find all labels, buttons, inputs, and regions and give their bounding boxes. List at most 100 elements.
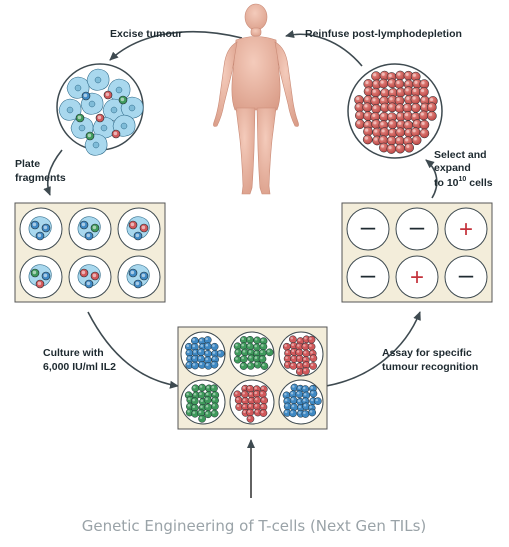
tumour-nucleus — [110, 106, 118, 114]
expanded-t-cell — [394, 79, 405, 89]
cultured-t-cell — [239, 342, 248, 351]
label-culture-line1: Culture with — [43, 347, 104, 359]
cultured-t-cell — [309, 362, 317, 370]
expanded-t-cell — [410, 71, 421, 82]
label-culture-line2: 6,000 IU/ml IL2 — [43, 361, 116, 373]
cultured-t-cell — [239, 362, 248, 370]
well-t-cell — [133, 279, 143, 289]
cultured-t-cell — [253, 360, 262, 369]
cultured-t-cell — [216, 349, 225, 358]
expanded-t-cell — [426, 102, 437, 113]
well-t-cell — [41, 271, 51, 281]
tumour-nucleus — [92, 141, 100, 149]
expanded-t-cell — [379, 127, 390, 138]
expanded-t-cell — [386, 144, 397, 154]
cycle-arrows — [43, 30, 438, 498]
cultured-t-cell — [314, 397, 322, 405]
cultured-t-cell — [296, 362, 304, 370]
expanded-t-cell — [386, 135, 397, 146]
tumour-nucleus — [94, 76, 102, 84]
well-t-cell — [128, 220, 138, 230]
assay-result-negative: – — [410, 211, 425, 241]
assay-result-negative: – — [361, 211, 376, 241]
cultured-t-cell — [302, 391, 311, 400]
assay-result-positive: + — [410, 264, 424, 291]
cultured-t-cell — [246, 408, 254, 417]
cultured-t-cell — [308, 408, 317, 417]
cultured-t-cell — [204, 349, 212, 358]
expanded-t-cell — [363, 126, 373, 137]
assay-well — [444, 255, 488, 299]
cultured-t-cell — [210, 384, 218, 393]
assay-well — [395, 207, 439, 251]
arrow-select — [425, 159, 438, 199]
cultured-t-cell — [295, 390, 304, 399]
well-t-cell — [79, 220, 89, 230]
well-t-cell — [35, 279, 45, 289]
expanded-t-cell — [411, 87, 421, 97]
expanded-t-cell — [412, 119, 423, 130]
cultured-t-cell — [190, 404, 199, 412]
expanded-t-cell — [379, 111, 389, 122]
cultured-t-cell — [252, 390, 261, 398]
cultured-t-cell — [211, 391, 220, 399]
cultured-t-cell — [191, 354, 199, 363]
expanded-t-cell — [419, 87, 429, 97]
cultured-t-cell — [260, 396, 269, 405]
expanded-t-cell — [362, 102, 373, 113]
infiltrating-t-cell — [118, 95, 128, 105]
cultured-t-cell — [191, 361, 199, 370]
cultured-t-cell — [234, 396, 243, 405]
well-t-cell — [139, 223, 149, 233]
cultured-t-cell — [289, 362, 298, 370]
assay-plate: ––+–+– — [341, 202, 493, 303]
cultured-t-cell — [309, 354, 318, 363]
expanded-t-cell — [411, 102, 421, 113]
arrow-culture — [87, 311, 179, 389]
cultured-t-cell — [197, 391, 206, 399]
expanded-t-cell — [380, 88, 390, 98]
cultured-t-cell — [253, 336, 262, 345]
well-t-cell — [41, 223, 51, 233]
figure-caption: Genetic Engineering of T-cells (Next Gen… — [82, 517, 427, 535]
cultured-t-cell — [197, 409, 205, 417]
expanded-t-cell — [355, 119, 365, 129]
expanded-t-cell — [355, 110, 365, 121]
cultured-t-cell — [246, 415, 255, 423]
expanded-t-cell — [387, 119, 398, 130]
cultured-t-cell — [198, 361, 206, 369]
assay-well — [346, 207, 390, 251]
expanded-t-cell — [404, 142, 415, 153]
cultured-t-cell — [265, 348, 274, 357]
infiltrating-t-cell — [103, 90, 113, 100]
cultured-t-cell — [198, 414, 206, 423]
label-select-line3: to 1010 cells — [434, 176, 493, 189]
cultured-t-cell — [307, 335, 316, 344]
infiltrating-t-cell — [85, 131, 95, 141]
label-plate-line2: fragments — [15, 172, 66, 184]
cultured-t-cell — [289, 396, 298, 405]
expanded-t-cell — [387, 112, 397, 123]
expanded-t-cell — [418, 110, 429, 121]
cultured-t-cell — [301, 410, 310, 418]
label-reinfuse: Reinfuse post-lymphodepletion — [305, 28, 462, 40]
well-t-cell — [128, 268, 138, 278]
cultured-t-cell — [307, 342, 316, 351]
tumour-nucleus — [66, 106, 74, 114]
well-t-cell — [30, 220, 40, 230]
label-assay-line1: Assay for specific — [382, 347, 472, 359]
cultured-t-cell — [258, 390, 267, 399]
label-plate-line1: Plate — [15, 158, 40, 170]
assay-well — [395, 255, 439, 299]
cultured-t-cell — [289, 409, 297, 418]
well-t-cell — [84, 279, 94, 289]
tumour-nucleus — [120, 122, 128, 130]
assay-well — [346, 255, 390, 299]
tumour-nucleus — [74, 84, 82, 92]
expanded-t-cell — [410, 112, 421, 122]
expanded-t-cell — [394, 95, 405, 106]
culture-plate — [177, 326, 328, 430]
expanded-t-cell — [419, 128, 430, 139]
tumour-nucleus — [88, 100, 96, 108]
